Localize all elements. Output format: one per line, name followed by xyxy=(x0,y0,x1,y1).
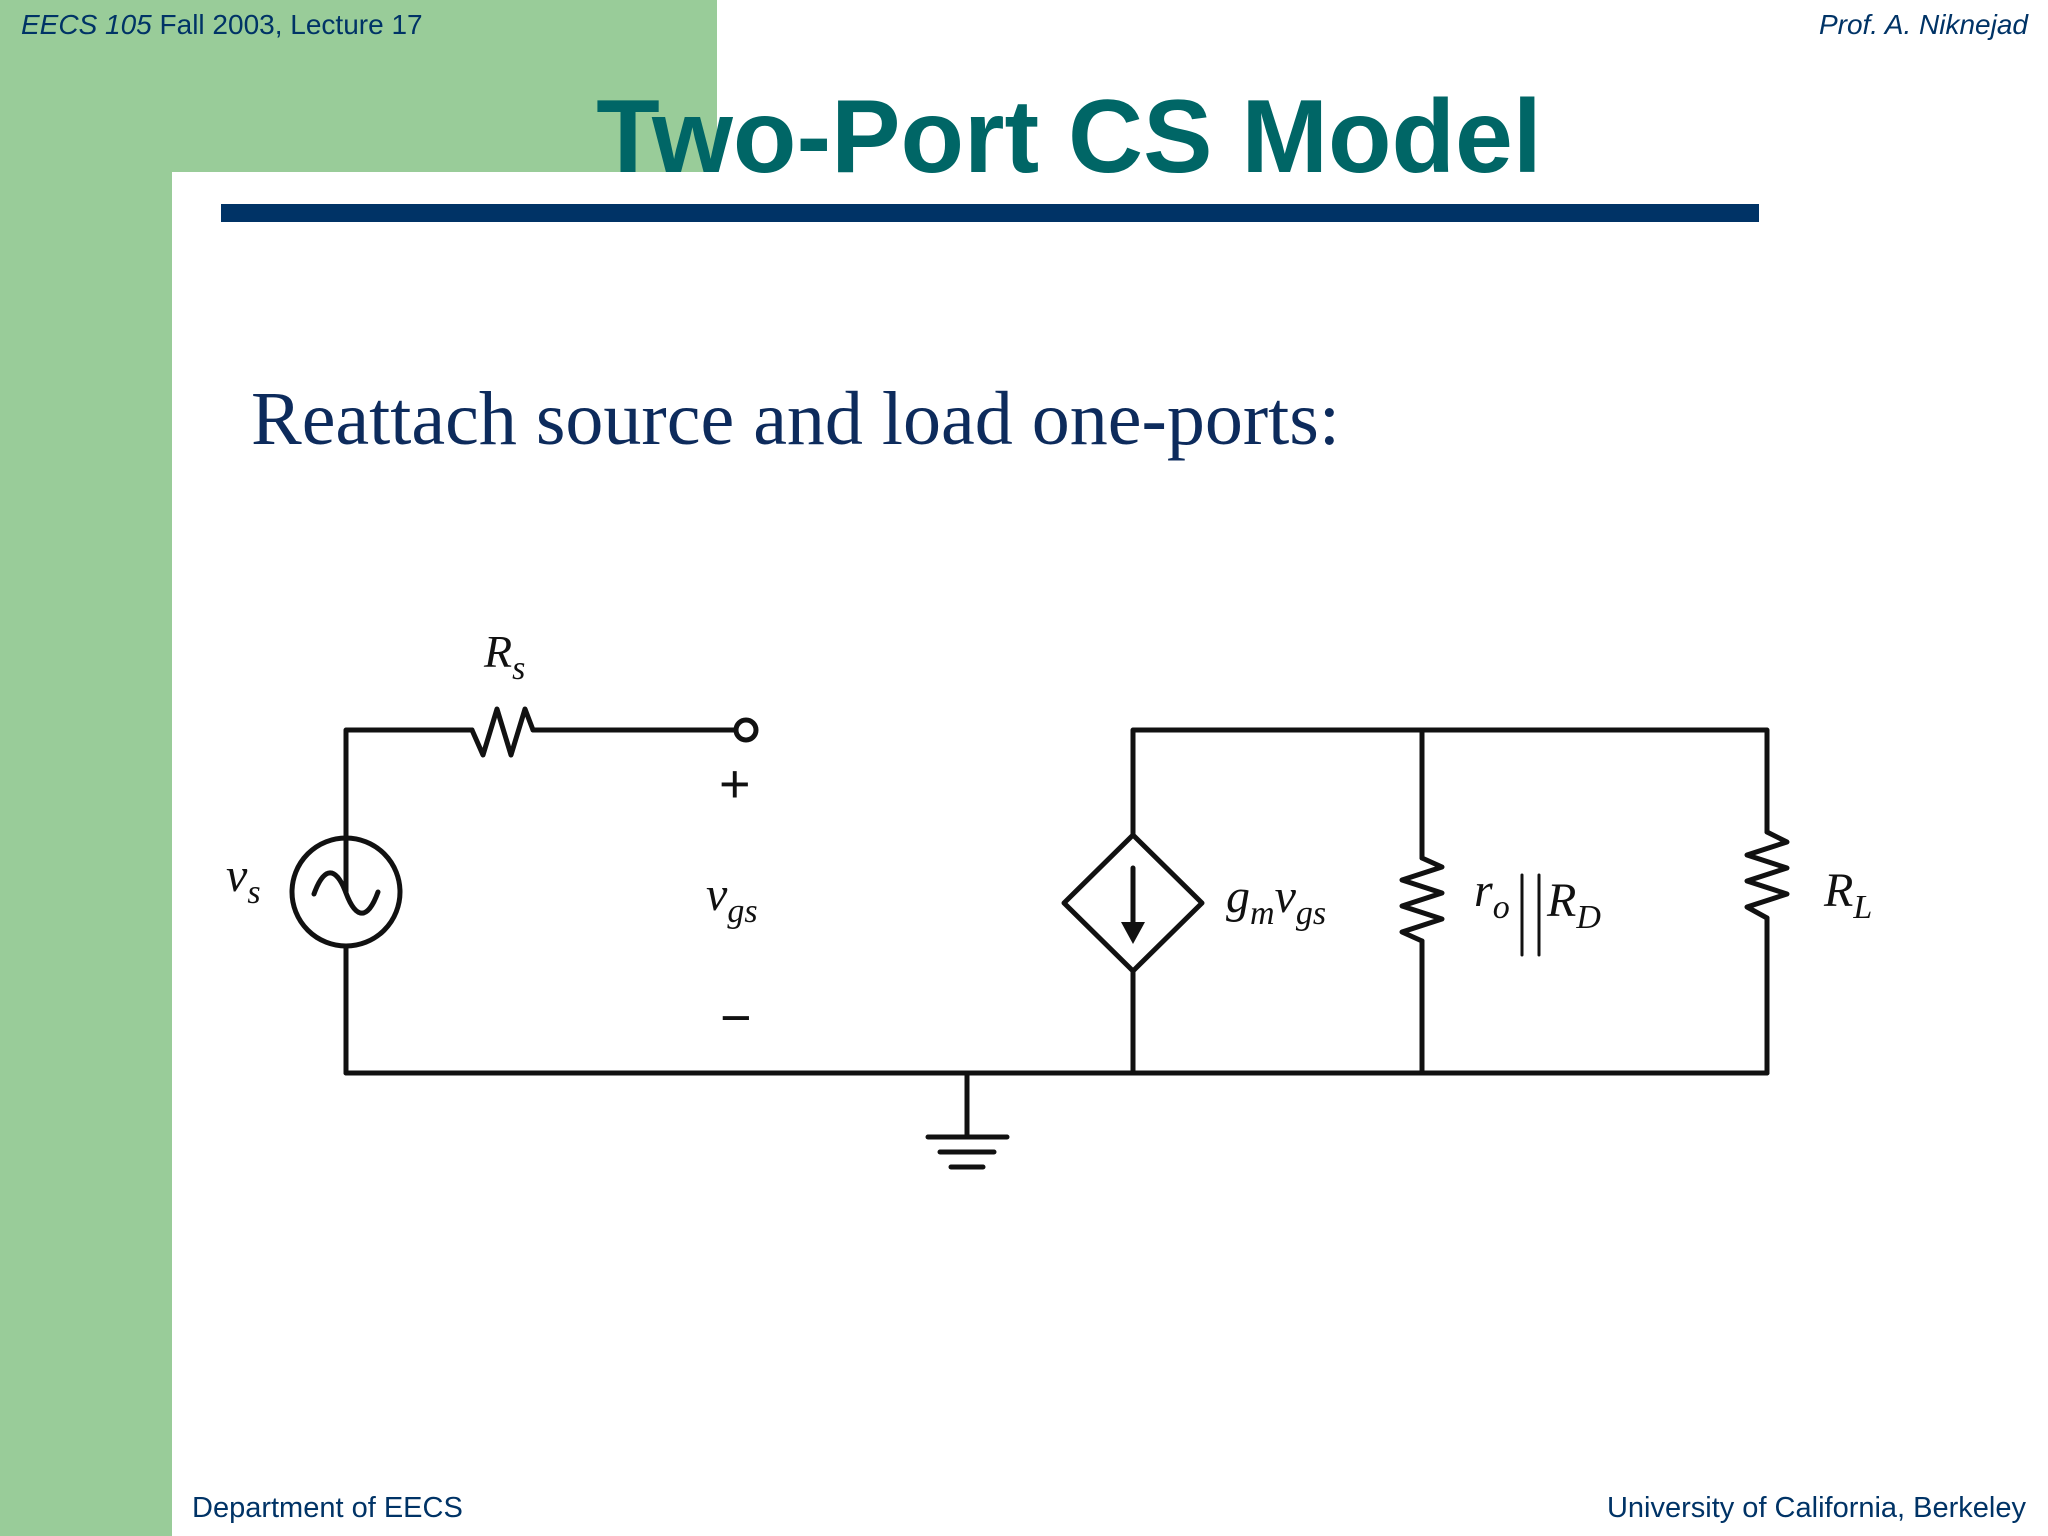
sine-wave-icon xyxy=(311,870,381,916)
ro-rd-resistor xyxy=(1399,855,1445,944)
rs-label: Rs xyxy=(483,626,525,687)
input-port-terminal xyxy=(733,717,759,743)
slide-content-panel xyxy=(172,172,2048,1536)
arrow-head-icon xyxy=(1121,922,1145,944)
ro-label: ro xyxy=(1474,864,1510,926)
gm-vgs-label: gmvgs xyxy=(1226,870,1326,932)
left-green-band xyxy=(0,0,172,1536)
vs-label: vs xyxy=(226,849,261,911)
footer-university: University of California, Berkeley xyxy=(1606,1492,2026,1524)
voltage-source-circle xyxy=(289,835,403,949)
instructor-header: Prof. A. Niknejad xyxy=(1818,9,2028,40)
input-top-wire-left xyxy=(343,727,475,895)
rl-label: RL xyxy=(1823,864,1872,926)
footer-department: Department of EECS xyxy=(192,1492,463,1524)
plus-sign: + xyxy=(719,754,751,814)
course-code: EECS 105 xyxy=(21,9,152,40)
source-resistor xyxy=(469,706,536,758)
slide-title: Two-Port CS Model xyxy=(596,79,1542,195)
load-resistor xyxy=(1744,829,1790,921)
course-lecture: Fall 2003, Lecture 17 xyxy=(151,9,423,40)
slide-bullet-text: Reattach source and load one-ports: xyxy=(251,377,1340,461)
output-top-wire xyxy=(1130,727,1770,838)
vgs-label: vgs xyxy=(706,868,758,930)
rd-label: RD xyxy=(1546,874,1601,936)
course-header: EECS 105 Fall 2003, Lecture 17 xyxy=(21,9,423,41)
title-underline xyxy=(221,204,1759,222)
minus-sign: − xyxy=(720,988,752,1048)
